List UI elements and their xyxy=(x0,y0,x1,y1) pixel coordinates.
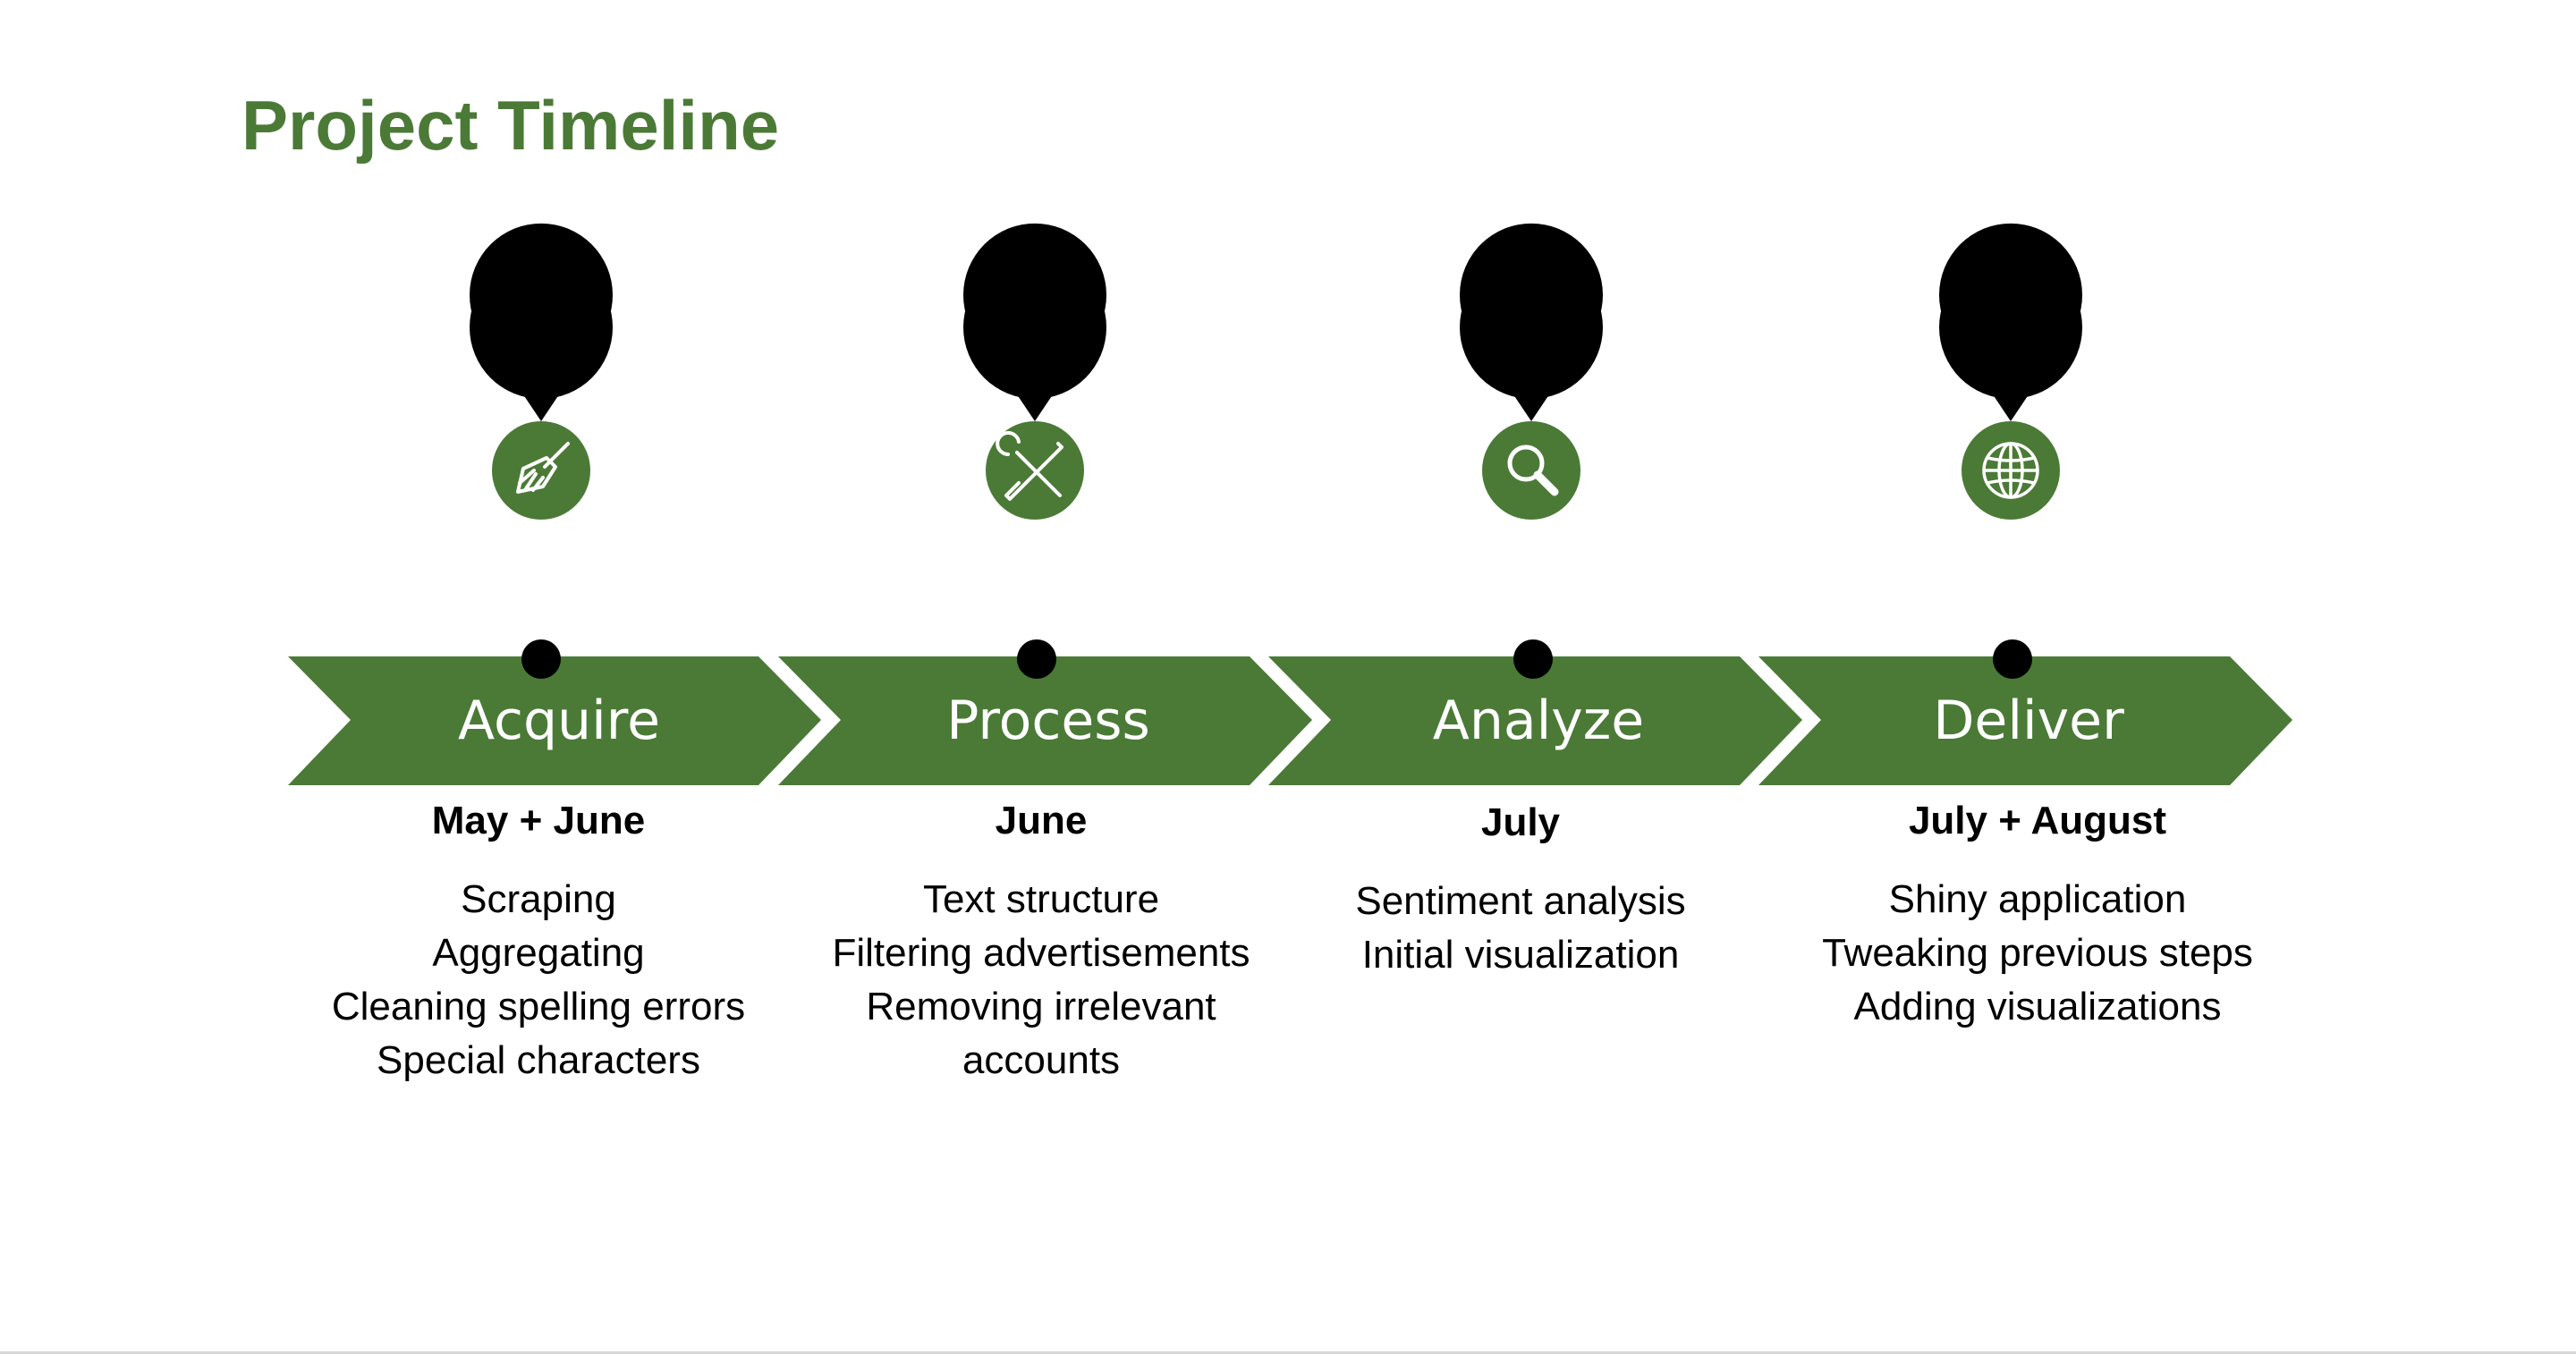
icon-badge-analyze xyxy=(1482,421,1580,520)
task-list-deliver: Shiny application Tweaking previous step… xyxy=(1787,873,2288,1034)
task-item: Cleaning spelling errors xyxy=(331,985,746,1028)
task-item: Initial visualization xyxy=(1361,933,1680,977)
stage-arrow-analyze xyxy=(1268,656,1802,785)
task-list-process: Text structure Filtering advertisements … xyxy=(791,873,1292,1087)
task-item: Scraping xyxy=(461,877,616,921)
bottom-divider xyxy=(0,1351,2576,1354)
pin-dot-acquire xyxy=(521,639,561,679)
timeline-stage-process: Process xyxy=(778,223,1312,785)
task-item: Tweaking previous steps xyxy=(1822,931,2253,975)
task-item: Sentiment analysis xyxy=(1355,879,1686,923)
broom-icon xyxy=(516,442,570,494)
stage-period-acquire: May + June xyxy=(431,799,646,842)
timeline-stage-deliver: Deliver xyxy=(1758,223,2292,785)
stage-period-deliver: July + August xyxy=(1908,799,2167,842)
stage-label-deliver: Deliver xyxy=(1933,690,2124,752)
stage-period-process: June xyxy=(995,799,1088,842)
task-list-analyze: Sentiment analysis Initial visualization xyxy=(1270,875,1771,982)
pin-dot-analyze xyxy=(1513,639,1553,679)
page-title: Project Timeline xyxy=(242,86,780,165)
stage-period-analyze: July xyxy=(1480,800,1561,844)
icon-badge-acquire xyxy=(492,421,590,520)
task-item: Special characters xyxy=(377,1038,700,1082)
stage-arrow-deliver xyxy=(1758,656,2292,785)
map-pin-deliver xyxy=(1939,223,2082,421)
task-item: Adding visualizations xyxy=(1853,985,2222,1028)
stage-label-process: Process xyxy=(946,690,1150,752)
timeline-stage-acquire: Acquire xyxy=(288,223,821,785)
task-list-acquire: Scraping Aggregating Cleaning spelling e… xyxy=(288,873,789,1087)
pin-dot-process xyxy=(1017,639,1056,679)
task-item: Shiny application xyxy=(1888,877,2187,921)
task-item: Aggregating xyxy=(432,931,645,975)
stage-arrow-acquire xyxy=(288,656,821,785)
timeline-stage-analyze: Analyze xyxy=(1268,223,1802,785)
stage-label-acquire: Acquire xyxy=(458,690,660,752)
globe-icon xyxy=(1982,442,2039,499)
map-pin-analyze xyxy=(1460,223,1603,421)
task-item: accounts xyxy=(962,1038,1121,1082)
stage-arrow-process xyxy=(778,656,1312,785)
magnifier-icon xyxy=(1507,444,1559,496)
tools-icon xyxy=(996,431,1063,501)
stage-label-analyze: Analyze xyxy=(1433,690,1644,752)
task-item: Removing irrelevant xyxy=(866,985,1216,1028)
pin-dot-deliver xyxy=(1993,639,2032,679)
map-pin-process xyxy=(963,223,1106,421)
task-item: Text structure xyxy=(922,877,1160,921)
task-item: Filtering advertisements xyxy=(832,931,1250,975)
